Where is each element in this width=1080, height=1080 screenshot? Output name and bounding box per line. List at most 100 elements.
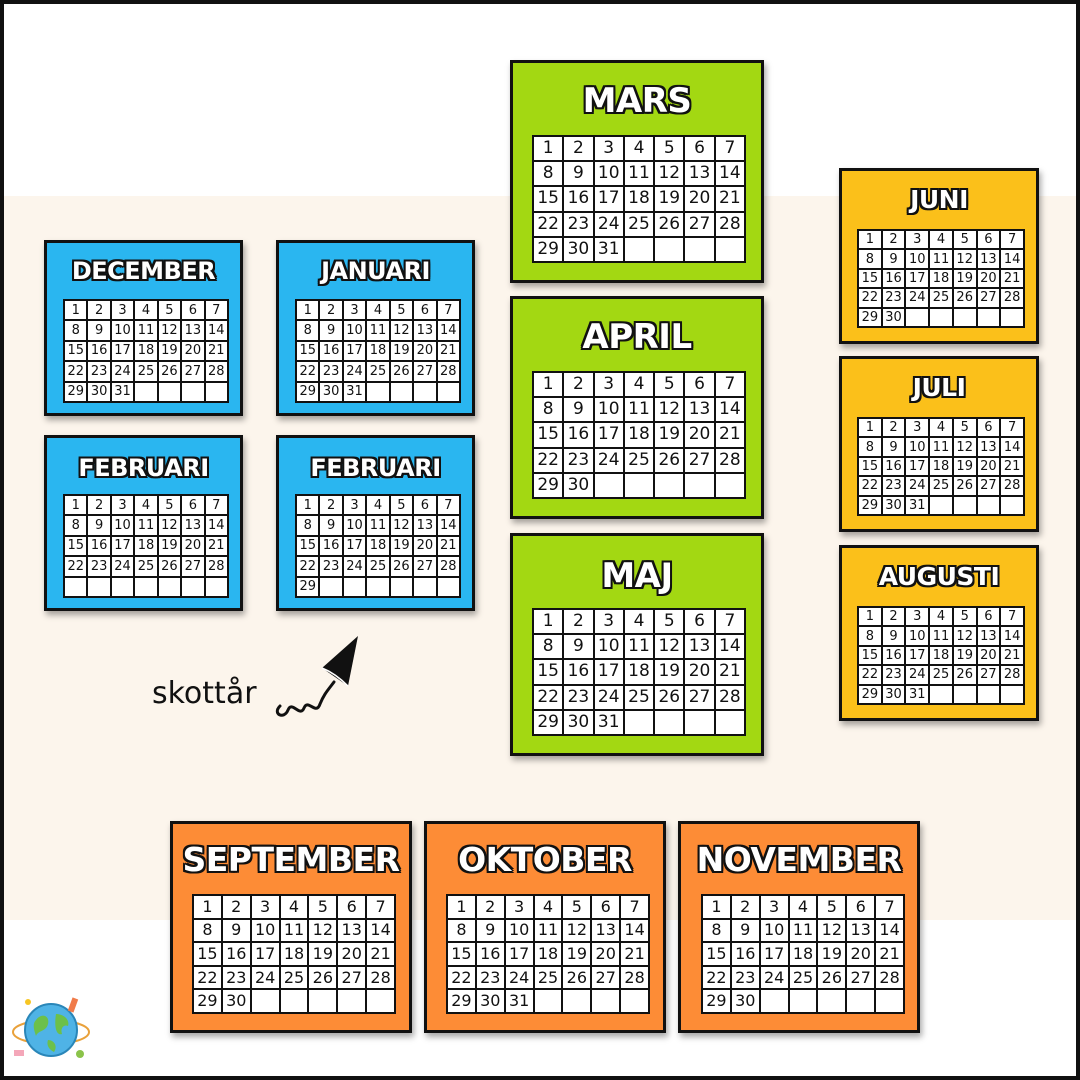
empty-day-cell [280, 990, 308, 1012]
day-cell: 24 [906, 666, 929, 684]
day-cell: 6 [182, 496, 204, 515]
day-cell: 16 [882, 646, 905, 665]
day-cell: 25 [930, 477, 952, 495]
day-cell: 25 [135, 362, 157, 381]
empty-day-cell [390, 382, 413, 401]
day-cell: 12 [158, 321, 181, 340]
day-cell: 25 [135, 557, 157, 576]
empty-day-cell [624, 237, 654, 261]
day-cell: 20 [182, 536, 204, 556]
day-cell: 18 [930, 269, 952, 288]
day-cell: 14 [437, 516, 459, 535]
day-cell: 29 [859, 308, 881, 326]
day-cell: 23 [564, 212, 593, 236]
day-cell: 13 [685, 398, 714, 422]
day-cell: 23 [88, 362, 110, 381]
empty-day-cell [437, 577, 459, 596]
day-cell: 3 [343, 496, 366, 515]
day-cell: 30 [476, 990, 504, 1012]
day-cell: 6 [977, 608, 1000, 626]
day-cell: 4 [930, 608, 952, 626]
empty-day-cell [343, 577, 366, 596]
day-cell: 29 [534, 473, 563, 497]
day-cell: 28 [367, 966, 394, 989]
day-cell: 11 [367, 516, 389, 535]
empty-day-cell [1001, 308, 1023, 326]
day-cell: 24 [343, 557, 366, 576]
day-cell: 7 [1001, 419, 1023, 437]
day-cell: 16 [564, 187, 593, 211]
day-cell: 26 [953, 477, 976, 495]
day-cell: 24 [111, 362, 134, 381]
day-cell: 4 [367, 496, 389, 515]
day-cell: 30 [731, 990, 759, 1012]
empty-day-cell [760, 990, 788, 1012]
day-cell: 19 [953, 269, 976, 288]
day-cell: 8 [534, 162, 563, 186]
day-cell: 8 [194, 919, 221, 942]
day-cell: 16 [476, 943, 504, 965]
day-cell: 10 [594, 162, 623, 186]
day-cell: 17 [111, 341, 134, 361]
day-cell: 21 [205, 341, 227, 361]
empty-day-cell [624, 710, 654, 734]
day-cell: 28 [715, 685, 744, 709]
day-cell: 22 [703, 966, 730, 989]
day-cell: 31 [594, 710, 623, 734]
day-cell: 26 [158, 557, 181, 576]
day-cell: 27 [685, 685, 714, 709]
month-title: NOVEMBER [696, 840, 902, 879]
day-cell: 1 [65, 301, 87, 320]
day-cell: 28 [715, 448, 744, 472]
day-cell: 29 [65, 382, 87, 401]
day-cell: 3 [906, 608, 929, 626]
day-cell: 24 [906, 289, 929, 307]
empty-day-cell [65, 577, 87, 596]
month-title: JULI [912, 373, 966, 402]
month-title: MAJ [601, 556, 673, 596]
day-cell: 24 [594, 212, 623, 236]
day-cell: 28 [1001, 666, 1023, 684]
day-cell: 20 [414, 341, 436, 361]
day-cell: 8 [859, 438, 881, 456]
day-cell: 27 [182, 557, 204, 576]
empty-day-cell [977, 308, 1000, 326]
empty-day-cell [367, 577, 389, 596]
day-cell: 19 [158, 536, 181, 556]
day-cell: 7 [205, 496, 227, 515]
day-cell: 22 [194, 966, 221, 989]
day-cell: 15 [297, 341, 319, 361]
empty-day-cell [367, 990, 394, 1012]
day-cell: 20 [847, 943, 875, 965]
day-cell: 6 [847, 896, 875, 918]
day-cell: 6 [592, 896, 620, 918]
day-cell: 28 [876, 966, 903, 989]
day-cell: 2 [88, 496, 110, 515]
day-cell: 4 [930, 231, 952, 249]
empty-day-cell [320, 577, 342, 596]
day-cell: 27 [977, 477, 1000, 495]
day-cell: 23 [476, 966, 504, 989]
day-cell: 2 [320, 496, 342, 515]
day-cell: 10 [343, 321, 366, 340]
day-cell: 15 [448, 943, 475, 965]
day-cell: 24 [505, 966, 533, 989]
day-cell: 19 [655, 660, 684, 684]
day-cell: 22 [859, 477, 881, 495]
day-cell: 21 [437, 341, 459, 361]
day-cell: 30 [882, 685, 905, 703]
day-cell: 27 [977, 666, 1000, 684]
day-cell: 2 [476, 896, 504, 918]
day-cell: 11 [930, 627, 952, 645]
day-cell: 25 [534, 966, 562, 989]
empty-day-cell [953, 496, 976, 514]
month-title: JANUARI [321, 257, 430, 285]
day-cell: 13 [592, 919, 620, 942]
day-cell: 7 [876, 896, 903, 918]
